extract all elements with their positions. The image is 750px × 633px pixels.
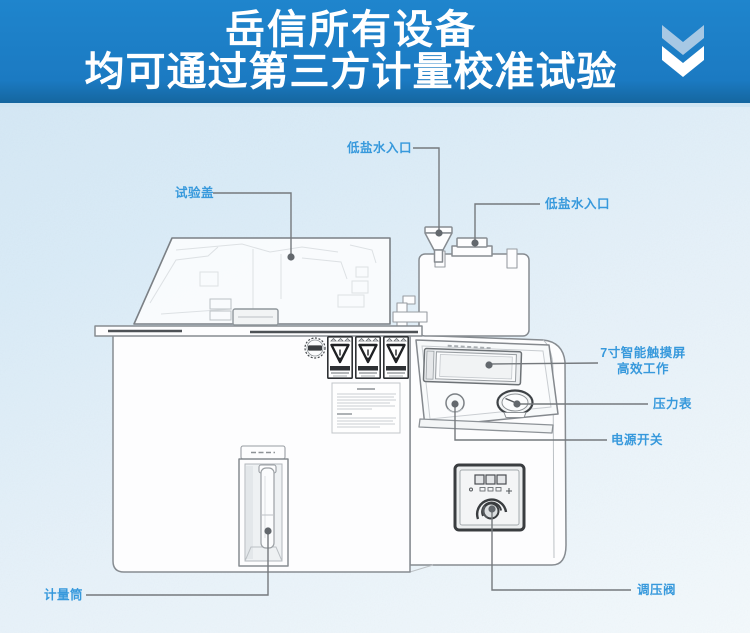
certification-seal <box>304 337 326 359</box>
label-touchscreen-line1: 7寸智能触摸屏 <box>600 346 686 360</box>
warning-sticker-3 <box>383 336 409 380</box>
leader-regulator <box>488 505 631 591</box>
leader-touchscreen <box>485 361 599 369</box>
leader-inlet-top <box>413 147 443 237</box>
label-touchscreen-line2: 高效工作 <box>616 362 669 376</box>
warning-sticker-1 <box>327 336 353 380</box>
banner-divider <box>0 103 750 107</box>
label-measuring-cylinder: 计量筒 <box>44 588 84 602</box>
touchscreen <box>422 344 523 386</box>
banner-title-line2: 均可通过第三方计量校准试验 <box>84 50 618 94</box>
panel-trim-bar <box>418 418 554 434</box>
label-pressure-gauge: 压力表 <box>653 397 693 411</box>
salt-spray-chamber-drawing <box>94 226 567 573</box>
label-low-salt-water-inlet-top: 低盐水入口 <box>347 141 413 155</box>
warning-sticker-2 <box>355 336 381 380</box>
label-pressure-regulating-valve: 调压阀 <box>637 583 677 597</box>
label-test-cover: 试验盖 <box>175 186 215 200</box>
pressure-regulator <box>453 463 526 532</box>
banner-text: 岳信所有设备 均可通过第三方计量校准试验 <box>0 0 750 103</box>
leader-measuring-cylinder <box>86 527 272 596</box>
label-power-switch: 电源开关 <box>611 433 664 447</box>
label-low-salt-water-inlet-right: 低盐水入口 <box>545 197 611 211</box>
instruction-placard <box>331 382 401 434</box>
pressure-gauge <box>496 389 534 418</box>
lid-inner-sketch <box>149 243 377 321</box>
leader-power-switch <box>451 400 607 441</box>
leader-pressure-gauge <box>513 400 648 408</box>
header-banner: 岳信所有设备 均可通过第三方计量校准试验 <box>0 0 750 103</box>
leader-inlet-right <box>471 203 540 247</box>
label-touchscreen: 7寸智能触摸屏 高效工作 <box>600 345 686 377</box>
banner-title-line1: 岳信所有设备 <box>225 8 477 52</box>
callout-leader-lines <box>86 147 648 596</box>
leader-test-cover <box>213 192 295 261</box>
measuring-cylinder-assembly <box>238 445 289 567</box>
pipe-fitting <box>392 295 428 330</box>
double-chevron-down-icon <box>662 25 704 77</box>
test-cover-lid <box>133 237 391 326</box>
